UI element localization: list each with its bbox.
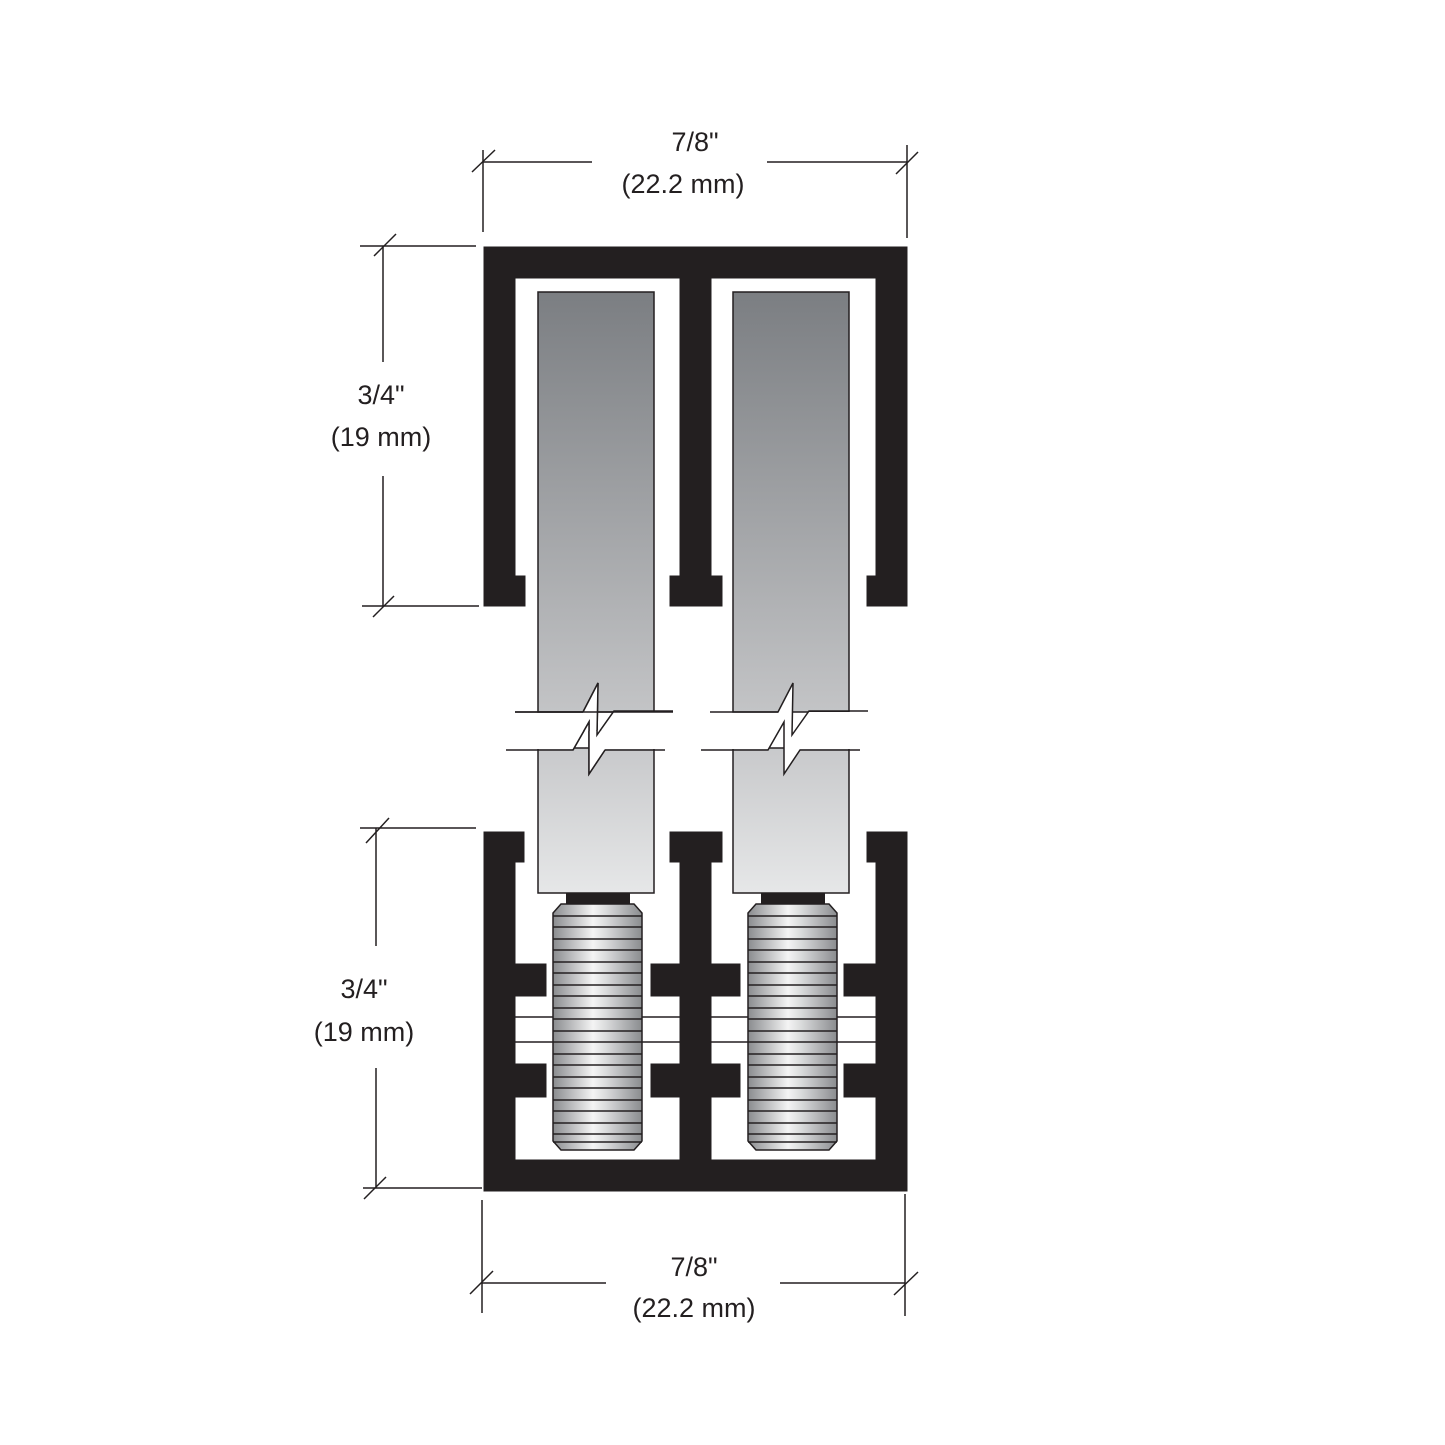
lower-track-profile [483, 831, 908, 1192]
bottom-width-metric: (22.2 mm) [632, 1293, 755, 1323]
left-panel-upper [537, 291, 655, 713]
stud-collar [566, 893, 630, 904]
left-panel-lower [537, 747, 655, 894]
bottom-width-dimension: 7/8" (22.2 mm) [469, 1194, 919, 1323]
tick-mark [895, 151, 919, 175]
left-threaded-stud [552, 893, 643, 1151]
channel-guide-lines [515, 1016, 876, 1043]
bottom-width-imperial: 7/8" [670, 1252, 717, 1282]
tick-mark [365, 817, 390, 844]
upper-height-metric: (19 mm) [331, 422, 432, 452]
tick-mark [893, 1271, 919, 1296]
lower-height-metric: (19 mm) [314, 1017, 415, 1047]
upper-track-profile [483, 246, 908, 607]
stud-collar [761, 893, 825, 904]
upper-height-dimension: 3/4" (19 mm) [331, 233, 479, 618]
right-break-symbol [701, 682, 868, 777]
tick-mark [363, 1176, 387, 1200]
top-width-imperial: 7/8" [671, 127, 718, 157]
tick-mark [469, 1270, 494, 1295]
right-threaded-stud [747, 893, 838, 1151]
top-width-dimension: 7/8" (22.2 mm) [471, 127, 919, 238]
left-panel [537, 291, 655, 894]
upper-height-imperial: 3/4" [357, 380, 404, 410]
right-panel [732, 291, 850, 894]
right-panel-upper [732, 291, 850, 713]
top-width-metric: (22.2 mm) [621, 169, 744, 199]
left-break-symbol [506, 682, 673, 777]
lower-height-imperial: 3/4" [340, 974, 387, 1004]
tick-mark [372, 595, 395, 618]
right-panel-lower [732, 747, 850, 894]
lower-height-dimension: 3/4" (19 mm) [314, 817, 482, 1200]
tick-mark [471, 149, 496, 173]
tick-mark [373, 233, 397, 257]
